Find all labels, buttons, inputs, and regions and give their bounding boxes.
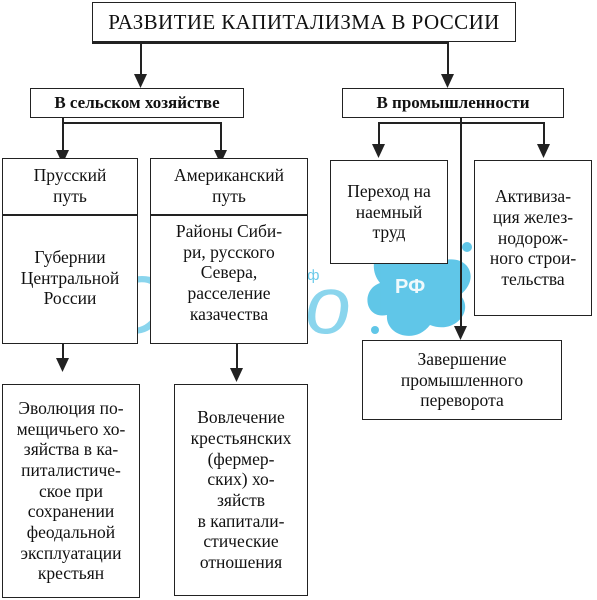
industry-header: В промышленности: [342, 88, 564, 118]
american-path-name: Американский путь: [174, 165, 284, 206]
connector: [543, 122, 545, 148]
prussian-path-box: Прусский путь Губернии Центральной Росси…: [2, 158, 138, 344]
arrowhead: [454, 326, 467, 340]
american-path-region: Районы Сиби- ри, русского Севера, рассел…: [175, 221, 283, 324]
arrowhead: [214, 150, 227, 164]
divider: [3, 214, 137, 216]
american-path-box: Американский путь Районы Сиби- ри, русск…: [150, 158, 308, 344]
arrowhead: [56, 150, 69, 164]
connector: [140, 42, 142, 78]
connector: [220, 122, 222, 154]
divider: [151, 214, 307, 216]
arrowhead: [56, 358, 69, 372]
connector: [62, 122, 220, 124]
arrowhead: [372, 144, 385, 158]
connector: [447, 42, 449, 78]
connector: [236, 344, 238, 372]
arrowhead: [134, 74, 147, 88]
industrial-revolution-box: Завершение промышленного переворота: [362, 340, 562, 420]
american-result-box: Вовлечение крестьянских (фермер- ских) х…: [174, 384, 308, 596]
prussian-path-name: Прусский путь: [33, 165, 107, 206]
wage-labor-box: Переход на наемный труд: [330, 160, 448, 264]
arrowhead: [230, 368, 243, 382]
prussian-result-box: Эволюция по- мещичьего хо- зяйства в ка-…: [2, 384, 140, 598]
agriculture-header: В сельском хозяйстве: [30, 88, 244, 118]
arrowhead: [441, 74, 454, 88]
connector: [62, 344, 64, 362]
connector: [62, 116, 64, 154]
arrowhead: [537, 144, 550, 158]
railways-box: Активиза- ция желез- нодорож- ного строи…: [474, 160, 592, 316]
connector: [92, 42, 448, 44]
prussian-path-region: Губернии Центральной России: [20, 247, 120, 309]
diagram-title: РАЗВИТИЕ КАПИТАЛИЗМА В РОССИИ: [92, 2, 516, 42]
connector: [460, 116, 462, 329]
connector: [378, 122, 380, 148]
